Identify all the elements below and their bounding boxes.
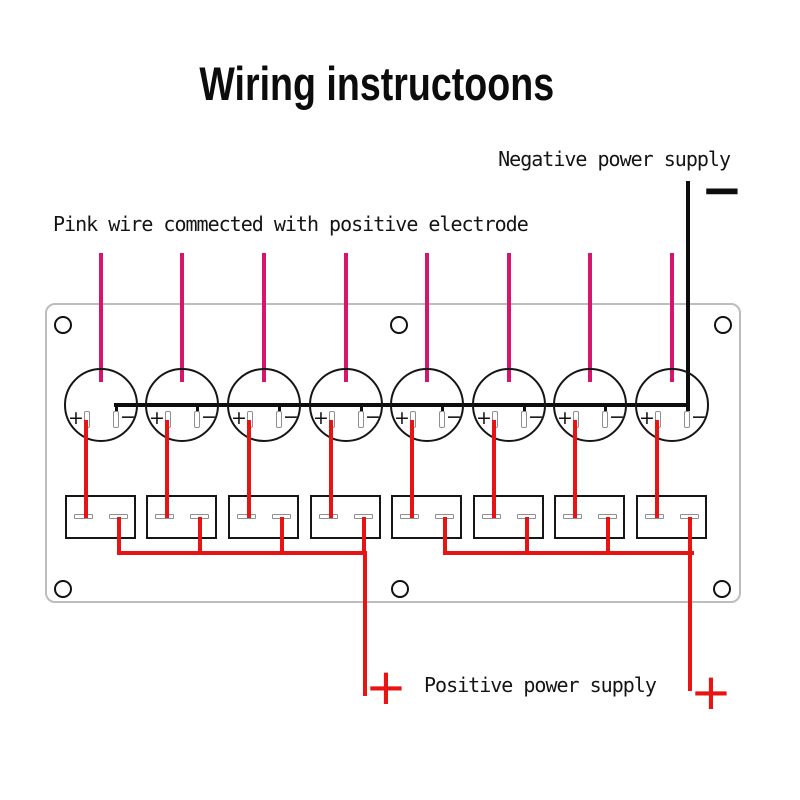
red-wire-switch-to-bus [443, 517, 447, 554]
red-wire-switch-to-bus [117, 517, 121, 554]
red-wire-circle-to-switch [165, 420, 169, 518]
pink-positive-wire [670, 253, 674, 382]
negative-bus-drop-wire [604, 404, 607, 413]
positive-power-supply-label: Positive power supply [424, 673, 657, 697]
minus-terminal-label: − [609, 406, 625, 428]
red-wire-circle-to-switch [329, 420, 333, 518]
switch-body [473, 495, 544, 539]
switch-panel [45, 303, 741, 603]
pink-positive-wire [262, 253, 266, 382]
switch-terminal-left [319, 514, 338, 519]
pink-positive-wire [507, 253, 511, 382]
minus-terminal-label: − [365, 406, 381, 428]
switch-body [391, 495, 462, 539]
switch-body [554, 495, 625, 539]
negative-bus-drop-wire [523, 404, 526, 413]
switch-terminal-left [74, 514, 93, 519]
switch-back-circle [553, 368, 627, 442]
switch-body [310, 495, 381, 539]
positive-supply-wire-left [363, 553, 367, 696]
negative-terminal [275, 411, 282, 428]
screw-hole-bottom-middle [391, 580, 409, 598]
screw-hole-top-middle [390, 316, 408, 334]
plus-terminal-label: + [394, 407, 410, 429]
negative-terminal [683, 411, 690, 428]
switch-back-circle [309, 368, 383, 442]
switch-terminal-left [155, 514, 174, 519]
red-wire-circle-to-switch [492, 420, 496, 518]
red-wire-circle-to-switch [84, 420, 88, 518]
switch-terminal-left [237, 514, 256, 519]
plus-terminal-label: + [149, 407, 165, 429]
red-wire-switch-to-bus [362, 517, 366, 554]
red-wire-switch-to-bus [606, 517, 610, 554]
plus-terminal-label: + [476, 407, 492, 429]
switch-back-circle [635, 368, 709, 442]
negative-terminal [438, 411, 445, 428]
screw-hole-bottom-left [54, 580, 72, 598]
negative-terminal [357, 411, 364, 428]
pink-wire-note-label: Pink wire commected with positive electr… [53, 212, 529, 236]
page-title: Wiring instructoons [0, 56, 754, 111]
minus-terminal-label: − [201, 406, 217, 428]
screw-hole-bottom-right [713, 580, 731, 598]
minus-terminal-label: − [283, 406, 299, 428]
pink-positive-wire [588, 253, 592, 382]
plus-terminal-label: + [639, 407, 655, 429]
minus-terminal-label: − [446, 406, 462, 428]
negative-terminal [112, 411, 119, 428]
negative-bus-drop-wire [115, 404, 118, 413]
pink-positive-wire [344, 253, 348, 382]
red-wire-circle-to-switch [247, 420, 251, 518]
red-wire-circle-to-switch [573, 420, 577, 518]
switch-back-circle [390, 368, 464, 442]
switch-body [65, 495, 136, 539]
plus-terminal-label: + [231, 407, 247, 429]
negative-bus-drop-wire [441, 404, 444, 413]
switch-body [146, 495, 217, 539]
screw-hole-top-left [54, 316, 72, 334]
red-wire-switch-to-bus [198, 517, 202, 554]
positive-supply-plus-icon-right: + [690, 663, 732, 721]
switch-body [636, 495, 707, 539]
pink-positive-wire [425, 253, 429, 382]
red-wire-circle-to-switch [655, 420, 659, 518]
red-wire-switch-to-bus [280, 517, 284, 554]
red-wire-circle-to-switch [410, 420, 414, 518]
red-wire-switch-to-bus [525, 517, 529, 554]
negative-supply-wire [686, 181, 690, 411]
switch-back-circle [145, 368, 219, 442]
pink-positive-wire [99, 253, 103, 382]
positive-supply-wire-right [688, 553, 692, 691]
positive-supply-plus-icon-left: + [365, 658, 407, 716]
positive-bus-wire-left [117, 551, 367, 555]
switch-back-circle [472, 368, 546, 442]
screw-hole-top-right [714, 316, 732, 334]
switch-body [228, 495, 299, 539]
negative-terminal [193, 411, 200, 428]
negative-terminal [520, 411, 527, 428]
negative-bus-drop-wire [196, 404, 199, 413]
negative-bus-drop-wire [360, 404, 363, 413]
minus-terminal-label: − [691, 406, 707, 428]
negative-supply-minus-icon: − [701, 161, 743, 219]
red-wire-switch-to-bus [688, 517, 692, 554]
switch-terminal-left [400, 514, 419, 519]
switch-back-circle [64, 368, 138, 442]
switch-back-circle [227, 368, 301, 442]
plus-terminal-label: + [313, 407, 329, 429]
plus-terminal-label: + [557, 407, 573, 429]
pink-positive-wire [180, 253, 184, 382]
plus-terminal-label: + [68, 407, 84, 429]
positive-bus-wire-right [443, 551, 694, 555]
negative-terminal [601, 411, 608, 428]
minus-terminal-label: − [120, 406, 136, 428]
page-title-text: Wiring instructoons [199, 57, 555, 110]
switch-terminal-left [563, 514, 582, 519]
switch-terminal-left [482, 514, 501, 519]
negative-bus-drop-wire [278, 404, 281, 413]
negative-power-supply-label: Negative power supply [498, 147, 731, 171]
switch-terminal-left [645, 514, 664, 519]
minus-terminal-label: − [528, 406, 544, 428]
